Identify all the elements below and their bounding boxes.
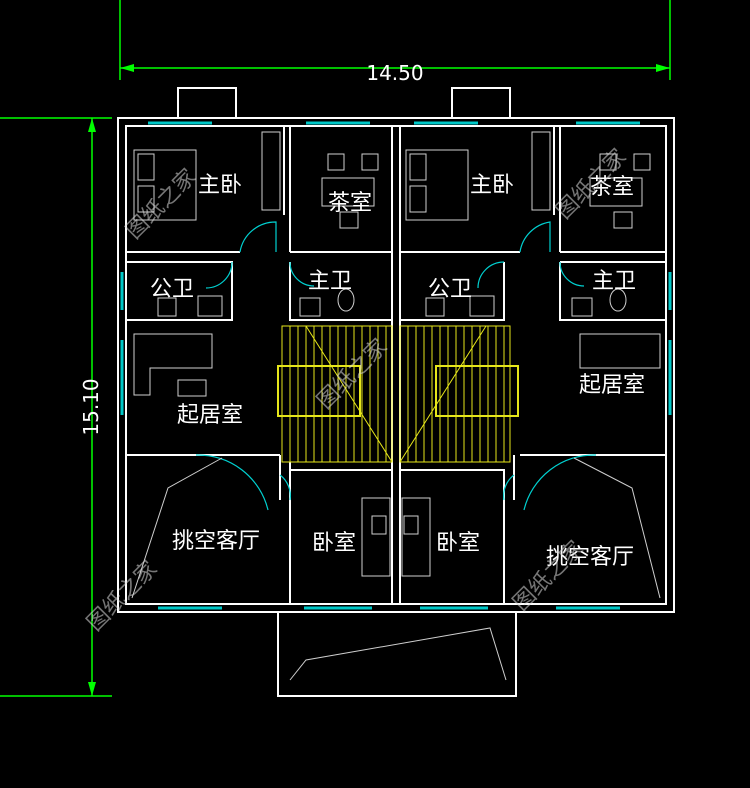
interior-walls (126, 126, 666, 604)
doors (195, 221, 597, 511)
width-dimension: 14.50 (366, 61, 423, 85)
room-hall-left: 挑空客厅 (172, 529, 260, 554)
roof-vents (177, 87, 511, 119)
furniture (131, 131, 661, 697)
room-bedroom-left: 卧室 (312, 531, 356, 556)
room-public-bath-left: 公卫 (150, 277, 194, 302)
staircase (277, 325, 519, 463)
room-public-bath-right: 公卫 (428, 277, 472, 302)
watermark-4: 图纸之家 (83, 556, 163, 636)
room-living-left: 起居室 (177, 403, 243, 428)
room-master-bath-right: 主卫 (592, 269, 636, 294)
room-tea-room-left: 茶室 (328, 191, 372, 216)
room-master-bath-left: 主卫 (308, 269, 352, 294)
height-dimension: 15.10 (79, 378, 103, 435)
room-tea-room-right: 茶室 (590, 175, 634, 200)
windows (120, 121, 672, 610)
dimension-lines (0, 0, 671, 697)
room-hall-right: 挑空客厅 (546, 545, 634, 570)
room-master-bedroom-right: 主卧 (470, 173, 514, 198)
watermark-3: 图纸之家 (313, 334, 393, 414)
room-living-right: 起居室 (579, 373, 645, 398)
room-bedroom-right: 卧室 (436, 531, 480, 556)
room-master-bedroom-left: 主卧 (198, 173, 242, 198)
